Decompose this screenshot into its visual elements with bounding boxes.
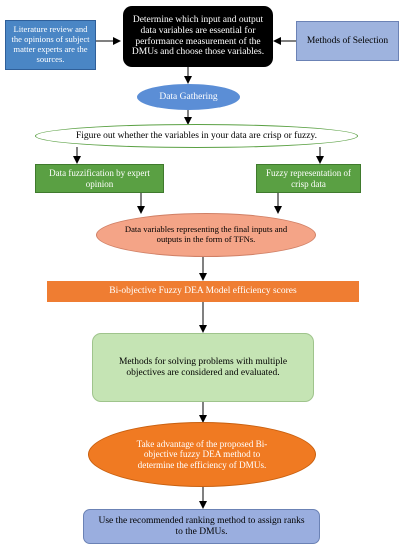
ranking-text: Use the recommended ranking method to as…: [98, 515, 305, 537]
literature-review-box: Literature review and the opinions of su…: [5, 20, 96, 70]
fuzzy-representation-box: Fuzzy representation of crisp data: [256, 164, 361, 193]
final-tfns-ellipse: Data variables representing the final in…: [96, 213, 316, 257]
multi-objective-text: Methods for solving problems with multip…: [118, 356, 288, 378]
data-gathering-ellipse: Data Gathering: [137, 84, 240, 110]
fuzzy-representation-text: Fuzzy representation of crisp data: [266, 168, 351, 189]
methods-of-selection-box: Methods of Selection: [296, 21, 399, 61]
data-fuzzification-text: Data fuzzification by expert opinion: [49, 168, 150, 189]
final-tfns-text: Data variables representing the final in…: [124, 224, 288, 244]
multi-objective-box: Methods for solving problems with multip…: [92, 333, 314, 402]
ranking-box: Use the recommended ranking method to as…: [83, 509, 320, 544]
crisp-or-fuzzy-ellipse: Figure out whether the variables in your…: [35, 124, 358, 148]
crisp-or-fuzzy-text: Figure out whether the variables in your…: [75, 130, 318, 141]
determine-variables-box: Determine which input and output data va…: [123, 6, 273, 67]
determine-variables-text: Determine which input and output data va…: [131, 14, 265, 58]
proposed-method-text: Take advantage of the proposed Bi-object…: [136, 438, 268, 470]
data-gathering-text: Data Gathering: [159, 91, 218, 102]
methods-of-selection-text: Methods of Selection: [306, 35, 389, 46]
bi-objective-text: Bi-objective Fuzzy DEA Model efficiency …: [109, 286, 297, 297]
proposed-method-ellipse: Take advantage of the proposed Bi-object…: [88, 422, 316, 487]
bi-objective-bar: Bi-objective Fuzzy DEA Model efficiency …: [47, 281, 359, 302]
data-fuzzification-box: Data fuzzification by expert opinion: [35, 164, 164, 193]
literature-review-text: Literature review and the opinions of su…: [11, 24, 90, 64]
